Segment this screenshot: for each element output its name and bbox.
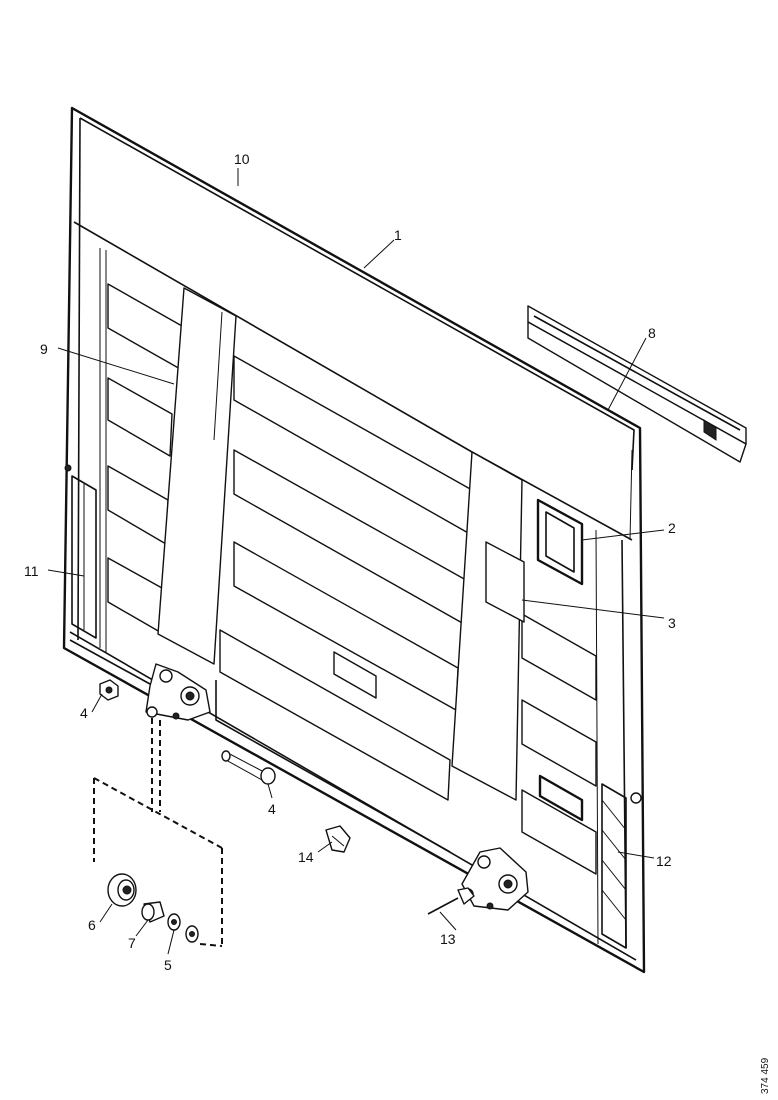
roller-6	[107, 873, 137, 907]
guide-rail	[527, 305, 747, 463]
screw-13	[427, 887, 475, 915]
callout-7: 7	[128, 935, 136, 951]
callout-3: 3	[668, 615, 676, 631]
latch-14	[325, 825, 351, 853]
callout-13: 13	[440, 931, 456, 947]
right-hinge-strap	[451, 451, 523, 801]
callout-11: 11	[24, 563, 39, 579]
callout-9: 9	[40, 341, 48, 357]
leader-lines	[47, 168, 665, 955]
callout-5: 5	[164, 957, 172, 973]
top-cover-fold	[629, 449, 633, 541]
panel-left-edge-inner	[77, 117, 81, 641]
callout-2: 2	[668, 520, 676, 536]
callout-6: 6	[88, 917, 96, 933]
left-hinge-strap	[157, 287, 237, 665]
left-hinge-bracket	[145, 663, 211, 721]
nut-4-upper	[99, 679, 119, 701]
panel-top-edge-inner	[79, 117, 635, 471]
panel-slats-centre	[219, 355, 473, 801]
right-slot	[538, 774, 584, 822]
callout-14: 14	[298, 849, 314, 865]
label-plate	[485, 541, 525, 623]
right-strip-line	[595, 529, 599, 945]
callout-4-lower: 4	[268, 801, 276, 817]
callout-1: 1	[394, 227, 402, 243]
right-hinge-bracket	[461, 847, 529, 911]
bolt-4	[221, 750, 276, 785]
inspection-window	[536, 498, 584, 586]
left-pin	[64, 464, 72, 472]
callout-10: 10	[234, 151, 250, 167]
callout-8: 8	[648, 325, 656, 341]
panel-slats-right	[521, 613, 597, 875]
drawing-number: 374 459	[760, 1057, 771, 1094]
callouts: 1 2 3 4 4 5 6 7 8 9 10 11 12 13 14	[24, 151, 676, 973]
right-pin	[630, 792, 642, 804]
bushing-7	[141, 901, 165, 923]
roller-assembly-group	[93, 718, 223, 947]
tailgate-panel	[62, 106, 646, 974]
callout-4-upper: 4	[80, 705, 88, 721]
centre-slot	[333, 651, 377, 699]
left-reflector	[71, 475, 97, 639]
right-reflector	[601, 783, 627, 949]
callout-12: 12	[656, 853, 672, 869]
